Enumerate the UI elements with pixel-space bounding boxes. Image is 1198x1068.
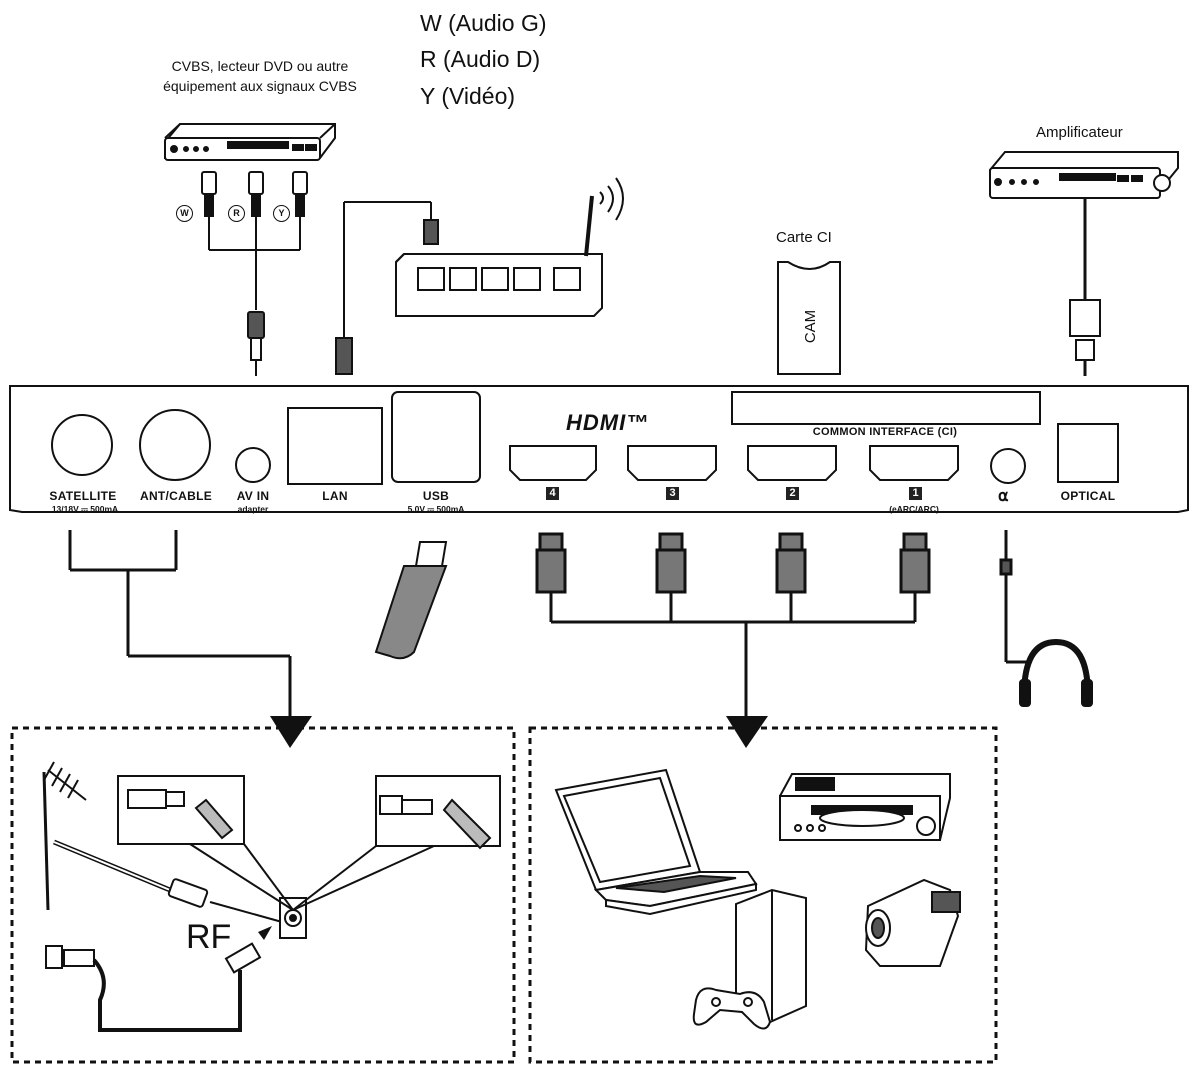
legend-yellow-label: Y (Vidéo) <box>420 83 516 109</box>
camcorder-icon <box>864 878 961 967</box>
rca-cable-icon <box>201 171 308 376</box>
legend-red-label: R (Audio D) <box>420 46 541 72</box>
hdmi-cables-icon <box>535 532 931 716</box>
game-console-icon <box>692 888 807 1030</box>
rf-label: RF <box>186 918 232 956</box>
coax-cable-icon <box>45 839 307 1032</box>
dvd-player-icon <box>164 123 336 161</box>
earc-label: (eARC/ARC) <box>889 504 939 514</box>
rca-marker-r: R <box>228 205 245 222</box>
hdmi-devices-box <box>528 726 998 1064</box>
satellite-spec-label: 13/18V ⎓ 500mA <box>51 504 119 514</box>
headphones-icon <box>1019 638 1093 707</box>
headphone-cable-icon <box>999 530 1030 664</box>
rca-marker-w: W <box>176 205 193 222</box>
legend-white-label: W (Audio G) <box>420 10 547 36</box>
optical-cable-icon <box>1069 198 1101 376</box>
lan-cable-icon <box>335 201 439 375</box>
ci-card-icon <box>777 261 841 375</box>
router-icon <box>395 177 624 317</box>
common-interface-label: COMMON INTERFACE (CI) <box>812 426 958 438</box>
rf-pointer-icon <box>258 926 272 940</box>
dvd-recorder-icon <box>779 773 951 841</box>
satellite-port-label: SATELLITE <box>49 489 117 503</box>
hdmi-port-1-number: 1 <box>909 487 922 500</box>
coax-plug-detail-icon <box>117 775 501 911</box>
amplifier-label: Amplificateur <box>1036 124 1123 141</box>
hdmi-logo: HDMI™ <box>566 410 650 435</box>
antenna-connection-lines <box>68 530 292 716</box>
headphone-port-icon: ⍺ <box>998 488 1009 505</box>
arrow-to-antenna-icon <box>270 716 312 748</box>
cvbs-source-label: CVBS, lecteur DVD ou autre équipement au… <box>163 58 357 94</box>
tv-back-panel <box>9 385 1189 513</box>
lan-port-label: LAN <box>322 489 348 503</box>
rca-marker-y: Y <box>273 205 290 222</box>
arrow-to-hdmi-devices-icon <box>726 716 768 748</box>
cam-label: CAM <box>802 309 820 344</box>
usb-spec-label: 5.0V ⎓ 500mA <box>407 504 465 514</box>
amplifier-icon <box>989 151 1179 199</box>
laptop-icon <box>554 768 758 916</box>
usb-stick-icon <box>374 541 448 660</box>
av-in-adapter-label: adapter <box>237 504 269 514</box>
optical-port-label: OPTICAL <box>1060 489 1116 503</box>
tv-aerial-icon <box>42 761 87 911</box>
av-in-port-label: AV IN <box>236 489 270 503</box>
usb-port-label: USB <box>422 489 450 503</box>
hdmi-port-4-number: 4 <box>546 487 559 500</box>
ci-card-label: Carte CI <box>776 229 832 246</box>
ant-cable-port-label: ANT/CABLE <box>139 489 213 503</box>
hdmi-port-3-number: 3 <box>666 487 679 500</box>
hdmi-port-2-number: 2 <box>786 487 799 500</box>
